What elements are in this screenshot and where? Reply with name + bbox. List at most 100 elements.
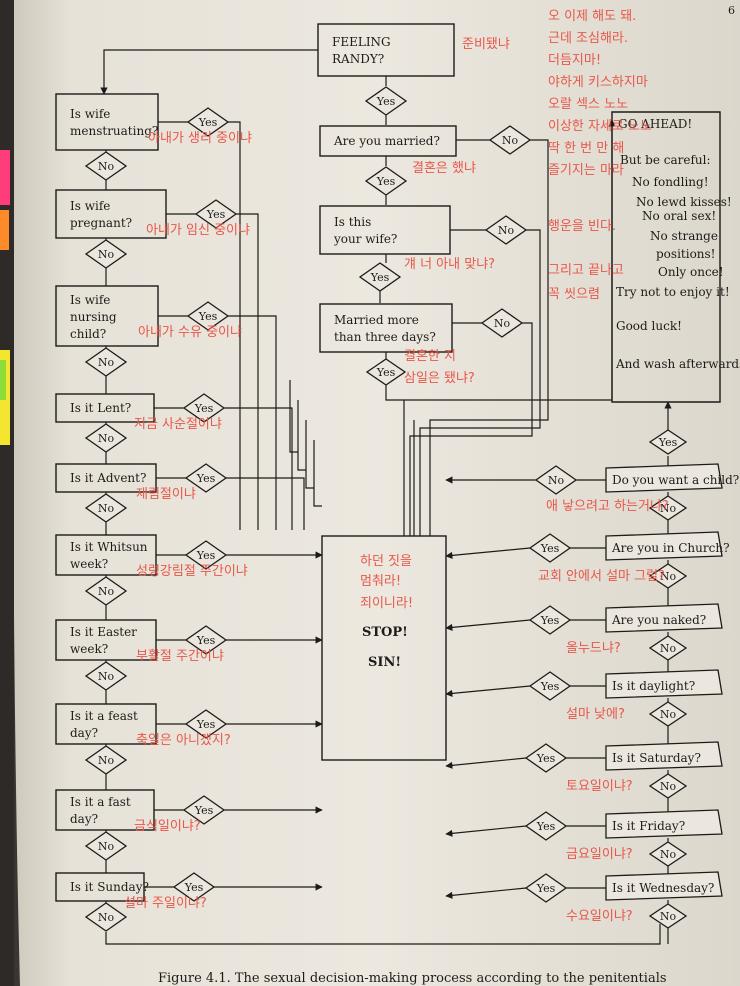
sticky-tab-pink <box>0 150 10 205</box>
note-three-days-1: 결혼한 지 <box>404 349 456 364</box>
connector <box>224 407 293 530</box>
right-branch-diamond-5-label: Yes <box>536 752 556 765</box>
note-go-10: 그리고 끝나고 <box>548 263 624 278</box>
left-no-diamond-9-label: No <box>98 840 115 853</box>
right-no-diamond-1-label: No <box>660 502 677 515</box>
right-branch-diamond-7 <box>524 873 568 903</box>
note-daylight: 설마 낮에? <box>566 707 625 722</box>
wife-box <box>319 205 451 255</box>
right-question-text-5: Is it Saturday? <box>612 751 701 765</box>
left-yes-diamond-8-label: Yes <box>196 718 216 731</box>
note-nursing: 아내가 수유 중이냐 <box>138 325 242 340</box>
married-no-diamond <box>488 125 532 155</box>
go-ahead-box <box>611 111 721 403</box>
connector <box>445 547 531 559</box>
note-go-8: 즐기지는 마라 <box>548 163 624 178</box>
left-question-box-1-text: menstruating? <box>70 124 158 138</box>
right-question-box-1 <box>605 463 723 493</box>
left-yes-diamond-4 <box>182 393 226 423</box>
right-no-diamond-1 <box>648 495 688 521</box>
left-question-box-10 <box>55 872 145 902</box>
left-question-box-7-text: Is it Easter <box>70 625 137 639</box>
note-go-6: 이상한 자세로 노노 <box>548 119 652 134</box>
stop-korean-1: 하던 짓을 <box>360 554 412 569</box>
three-days-box-text: Married more <box>334 313 419 327</box>
left-question-box-1 <box>55 93 159 151</box>
start-yes-diamond <box>364 86 408 116</box>
left-no-diamond-2-label: No <box>98 248 115 261</box>
go-ahead-line-9: Good luck! <box>616 319 682 333</box>
left-question-box-8-text: day? <box>70 726 98 740</box>
left-yes-diamond-1 <box>186 107 230 137</box>
left-yes-diamond-9-label: Yes <box>194 804 214 817</box>
wife-box-text: your wife? <box>333 232 397 246</box>
connector <box>236 213 259 530</box>
left-yes-diamond-7-label: Yes <box>196 634 216 647</box>
married-no-diamond-label: No <box>502 134 519 147</box>
go-ahead-line-7: Only once! <box>658 265 724 279</box>
note-go-9: 행운을 빈다. <box>548 218 616 234</box>
right-branch-diamond-1-label: No <box>548 474 565 487</box>
left-question-box-3 <box>55 285 159 347</box>
note-whitsun: 성령강림절 주간이냐 <box>136 564 248 579</box>
note-feeling: 준비됐냐 <box>462 37 510 52</box>
right-question-box-4 <box>605 669 723 699</box>
left-no-diamond-5 <box>84 493 128 523</box>
right-question-text-4: Is it daylight? <box>612 679 695 693</box>
right-no-diamond-2-label: No <box>660 570 677 583</box>
right-branch-diamond-5 <box>524 743 568 773</box>
right-no-diamond-3-label: No <box>660 642 677 655</box>
left-question-box-2-text: pregnant? <box>70 216 132 230</box>
right-question-box-7 <box>605 871 723 901</box>
three-days-yes-diamond <box>365 358 407 386</box>
connector <box>419 229 541 536</box>
left-yes-diamond-8 <box>184 709 228 739</box>
right-branch-diamond-1 <box>534 465 578 495</box>
right-question-text-1: Do you want a child? <box>612 473 739 487</box>
left-question-box-8 <box>55 703 157 745</box>
stop-box <box>321 535 447 761</box>
wife-no-diamond <box>484 215 528 245</box>
left-yes-diamond-6-label: Yes <box>196 549 216 562</box>
note-fast: 금식일이냐? <box>134 819 201 834</box>
wife-yes-diamond <box>358 262 402 292</box>
left-question-box-3-text: child? <box>70 327 106 341</box>
left-question-box-7-text: week? <box>70 642 108 656</box>
left-no-diamond-7 <box>84 661 128 691</box>
left-yes-diamond-6 <box>184 540 228 570</box>
note-wife: 걔 너 아내 맞냐? <box>404 257 495 272</box>
left-no-diamond-4 <box>84 423 128 453</box>
left-question-box-4 <box>55 393 155 423</box>
right-no-diamond-7 <box>648 903 688 929</box>
wife-box-text: Is this <box>334 215 371 229</box>
left-yes-diamond-5-label: Yes <box>196 472 216 485</box>
left-question-box-9 <box>55 789 155 831</box>
note-go-3: 더듬지마! <box>548 53 601 68</box>
right-no-diamond-6-label: No <box>660 848 677 861</box>
stop-korean-2: 멈춰라! <box>360 574 401 589</box>
connector <box>226 477 305 530</box>
right-question-text-7: Is it Wednesday? <box>612 881 714 895</box>
right-no-diamond-2 <box>648 563 688 589</box>
wife-yes-diamond-label: Yes <box>370 271 390 284</box>
start-box <box>317 23 455 77</box>
left-no-diamond-1 <box>84 151 128 181</box>
sin-text: SIN! <box>368 655 401 670</box>
left-question-box-3-text: Is wife <box>70 293 110 307</box>
note-go-7: 딱 한 번 만 해 <box>548 141 624 156</box>
connector <box>305 420 314 489</box>
go-ahead-line-4: No oral sex! <box>642 209 716 223</box>
sticky-tab-orange <box>0 210 9 250</box>
stop-text: STOP! <box>362 625 408 640</box>
connector <box>445 825 527 837</box>
note-advent: 재림절이냐 <box>136 487 196 502</box>
note-saturday: 토요일이냐? <box>566 779 633 794</box>
connector <box>429 139 549 536</box>
left-question-box-1-text: Is wife <box>70 107 110 121</box>
connector <box>445 619 531 631</box>
left-no-diamond-2 <box>84 239 128 269</box>
paper <box>12 0 740 986</box>
